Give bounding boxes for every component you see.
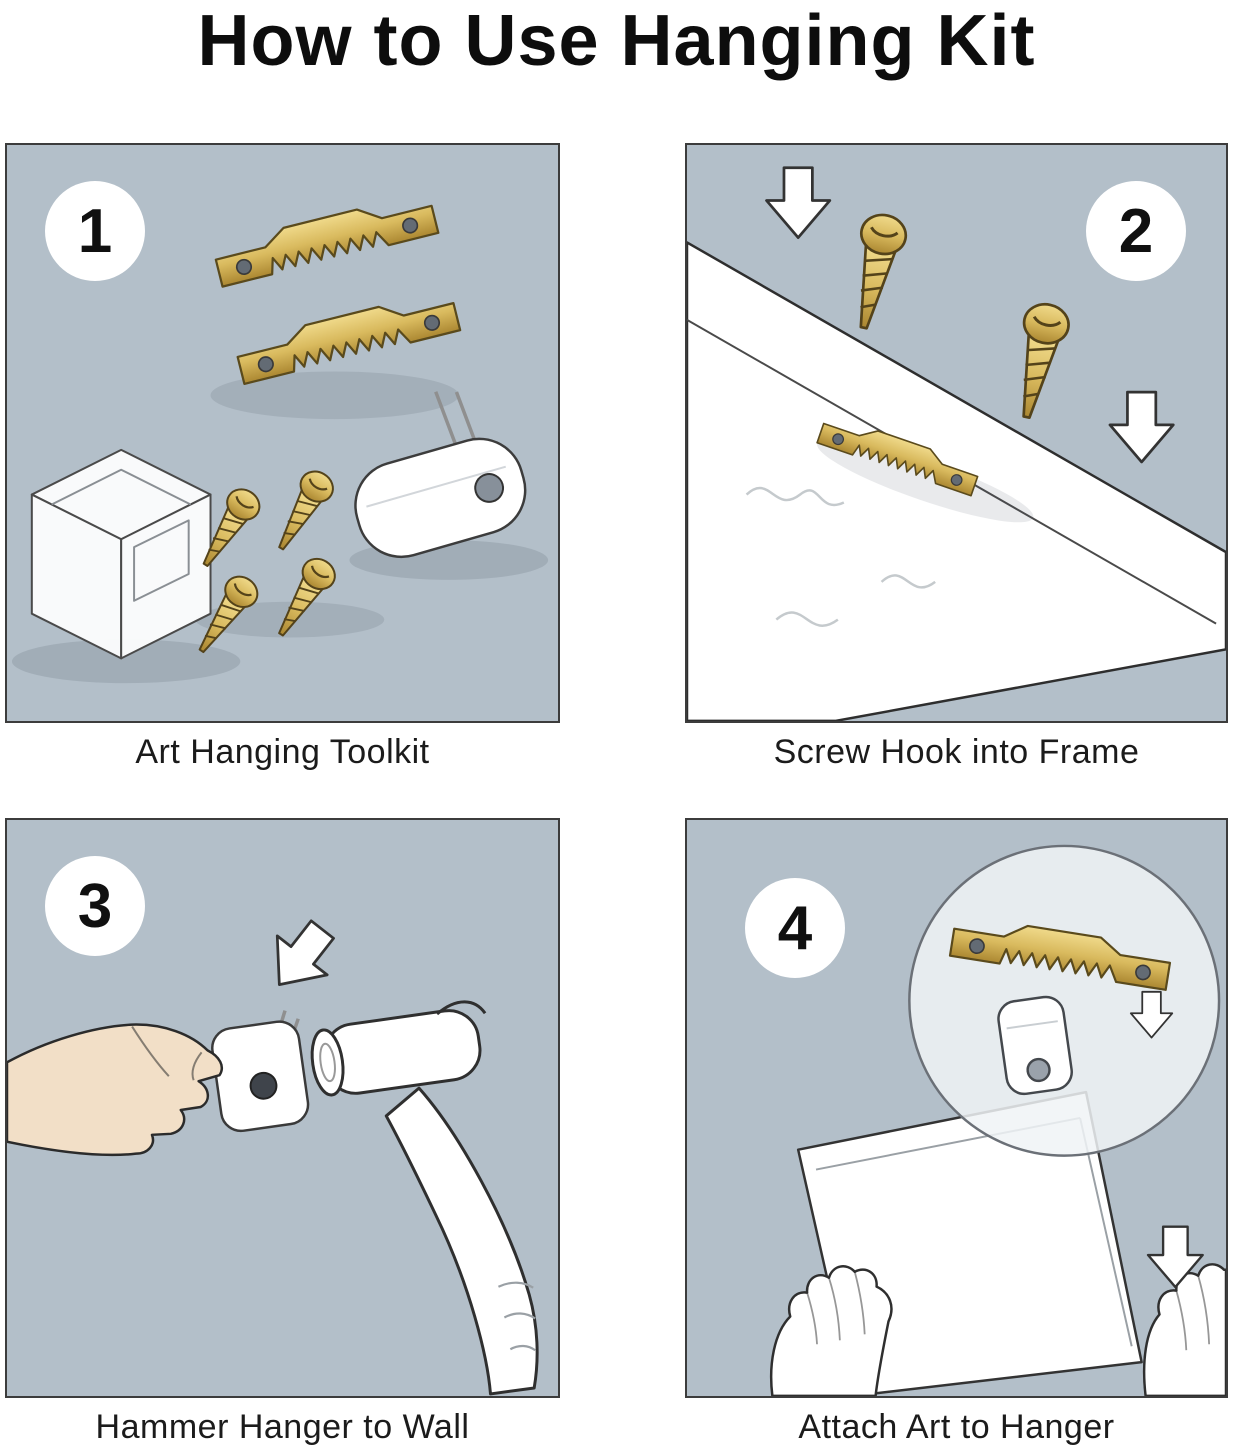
toolkit-box-icon — [30, 448, 212, 660]
hand-illustration — [769, 1265, 893, 1396]
step-1-panel: 1 — [5, 143, 560, 723]
step-2-panel: 2 — [685, 143, 1228, 723]
step-cell-1: 1 Art Hanging Toolkit — [5, 143, 560, 772]
step-number-badge: 4 — [745, 878, 845, 978]
step-number-badge: 2 — [1086, 181, 1186, 281]
hammer-head — [310, 1000, 487, 1097]
down-arrow-icon — [765, 166, 832, 240]
hammer-handle — [384, 1086, 539, 1396]
step-4-illustration — [769, 844, 1226, 1396]
step-number-badge: 3 — [45, 856, 145, 956]
wall-hook-icon — [354, 391, 527, 559]
shadow — [210, 371, 459, 420]
wood-grain — [745, 486, 936, 627]
zoom-detail-circle — [908, 844, 1221, 1157]
step-number-badge: 1 — [45, 181, 145, 281]
step-cell-2: 2 Screw Hook into Frame — [685, 143, 1228, 772]
screw-icon — [265, 464, 340, 558]
hand-illustration — [7, 1023, 224, 1157]
step-3-panel: 3 — [5, 818, 560, 1398]
step-caption: Screw Hook into Frame — [773, 733, 1140, 771]
step-caption: Art Hanging Toolkit — [135, 733, 430, 771]
screw-icon — [1003, 298, 1074, 424]
wall-hook-icon — [997, 995, 1073, 1096]
hand-illustration — [1142, 1263, 1226, 1396]
down-arrow-icon — [253, 908, 349, 1006]
shadow — [817, 439, 1034, 523]
shadow — [11, 639, 241, 684]
page-title: How to Use Hanging Kit — [197, 1, 1036, 81]
sawtooth-hanger-icon — [211, 190, 440, 288]
wall-hook-icon — [211, 1010, 310, 1133]
sawtooth-hanger-icon — [233, 288, 462, 386]
hammer-illustration — [310, 1000, 539, 1396]
step-1-illustration — [11, 190, 549, 684]
down-arrow-icon — [1108, 390, 1175, 464]
step-caption: Hammer Hanger to Wall — [95, 1408, 470, 1446]
step-cell-4: 4 Attach Art to Hanger — [685, 818, 1228, 1447]
step-2-illustration — [687, 166, 1226, 721]
step-4-panel: 4 — [685, 818, 1228, 1398]
step-cell-3: 3 Hammer Hanger to Wall — [5, 818, 560, 1447]
step-3-illustration — [7, 908, 539, 1396]
step-caption: Attach Art to Hanger — [798, 1408, 1115, 1446]
screw-icon — [840, 209, 911, 334]
